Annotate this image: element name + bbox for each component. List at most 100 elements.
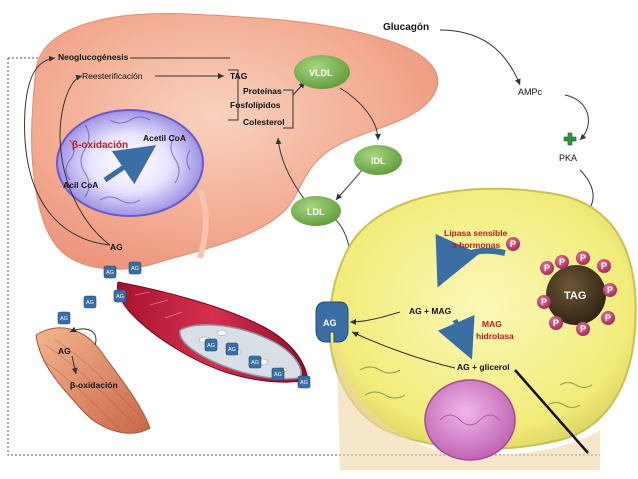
label-acyl-coa: Acil CoA [63, 180, 98, 190]
arrow-muscle-ag-to-beta [71, 355, 78, 375]
phospho-badge: P [540, 261, 554, 275]
label-mag-line1: MAG [482, 319, 502, 329]
label-ag-glycerol: AG + glicerol [457, 362, 510, 372]
phospho-label: P [607, 285, 613, 295]
label-glucagon: Glucagón [383, 22, 429, 33]
ag-token-label: AG [300, 380, 308, 386]
nucleus [424, 379, 516, 461]
nucleus-texture [439, 414, 501, 426]
ag-carrier-token: AG [248, 355, 262, 369]
label-proteins: Proteínas [243, 86, 282, 96]
label-beta-oxidation-mito: β-oxidación [72, 140, 128, 151]
vldl-particle [294, 55, 350, 89]
beta-oxidation-arrow [103, 145, 157, 185]
ag-token-label: AG [228, 347, 236, 353]
tag-droplet [546, 265, 606, 325]
plus-icon [563, 132, 577, 146]
label-phospholipids: Fosfolípidos [230, 100, 281, 110]
label-ag-channel: AG [323, 318, 337, 328]
phospho-label: P [580, 253, 586, 263]
muscle-fibers [41, 339, 143, 431]
arrow-ampc-to-pka [564, 94, 589, 141]
bracket-right [283, 89, 294, 129]
arrow-idl-to-ldl [335, 169, 363, 201]
label-pka: PKA [559, 153, 577, 163]
label-lipase-line2: a hormonas [452, 240, 500, 250]
phospho-label: P [580, 324, 586, 334]
cytoplasm-rim [336, 330, 600, 470]
bracket-left [228, 69, 239, 121]
mitochondrion-cristae [65, 116, 191, 204]
dashed-boundary [7, 58, 600, 456]
ag-carrier-token: AG [128, 261, 142, 275]
liver-vessel [197, 188, 209, 259]
label-reesterification: Reesterificación [82, 71, 143, 81]
phospho-badge: P [555, 255, 569, 269]
label-vldl: VLDL [309, 68, 333, 78]
ag-token-label: AG [207, 343, 215, 349]
adipocyte-cell [328, 187, 637, 450]
label-muscle-ag: AG [58, 346, 71, 356]
ag-token-label: AG [86, 300, 94, 306]
ag-carrier-token: AG [103, 265, 117, 279]
ag-carrier-token: AG [113, 289, 127, 303]
ag-carrier-token: AG [57, 311, 71, 325]
phospho-badge: P [576, 322, 590, 336]
label-lipase-line1: Lipasa sensible [444, 228, 508, 238]
phospho-badge: P [549, 316, 563, 330]
label-ldl: LDL [307, 207, 325, 217]
muscle-shape [35, 327, 151, 434]
ag-token-label: AG [116, 294, 124, 300]
label-adipocyte-tag: TAG [564, 290, 586, 302]
phospho-label: P [510, 239, 516, 249]
phospho-label: P [553, 318, 559, 328]
ag-token-label: AG [131, 266, 139, 272]
label-muscle-beta-oxidation: β-oxidación [70, 380, 118, 390]
phospho-badge: P [576, 251, 590, 265]
arrow-glycerol-to-channel [351, 331, 456, 369]
phospho-label: P [559, 257, 565, 267]
phospho-label: P [541, 297, 547, 307]
label-idl: IDL [371, 156, 386, 166]
arrow-vldl-to-idl [339, 87, 381, 141]
arrow-ag-to-neoglucogenesis [24, 55, 111, 246]
ag-carrier-token: AG [225, 342, 239, 356]
label-cholesterol: Colesterol [243, 117, 285, 127]
label-liver-tag: TAG [230, 71, 248, 81]
ag-carrier-token: AG [297, 375, 311, 389]
ag-token-label: AG [251, 360, 259, 366]
phospho-badge: P [537, 295, 551, 309]
ag-carrier-tokens: AG AG AG AG AG AG AG AG AG AG [57, 261, 311, 389]
ag-token-label: AG [106, 270, 114, 276]
label-acetyl-coa: Acetil CoA [143, 133, 186, 143]
vessel-wall-stripes [134, 291, 183, 319]
label-mag-line2: hidrolasa [476, 331, 514, 341]
arrow-glucagon-to-ampc [439, 29, 521, 86]
label-ampc: AMPc [518, 87, 543, 97]
arrow-ag-to-reesterification [59, 74, 111, 246]
arrow-ldl-to-liver [275, 137, 306, 201]
ag-carrier-token: AG [204, 338, 218, 352]
ag-carrier-token: AG [271, 367, 285, 381]
phospho-badge: P [506, 237, 520, 251]
phospho-badge: P [597, 259, 611, 273]
ag-channel [315, 301, 349, 343]
phospho-label: P [601, 261, 607, 271]
label-neoglucogenesis: Neoglucogénesis [58, 52, 129, 62]
phospho-label: P [605, 313, 611, 323]
ag-carrier-token: AG [83, 295, 97, 309]
phospho-label: P [544, 263, 550, 273]
lipase-arc-arrow [435, 233, 506, 288]
ldl-particle [291, 196, 341, 226]
arrow-ag-mag-to-channel [349, 311, 401, 325]
idl-particle [354, 145, 402, 175]
organelles [359, 366, 593, 409]
mag-hydrolase-arrow [437, 314, 475, 360]
ag-token-label: AG [274, 372, 282, 378]
phospho-badge: P [603, 283, 617, 297]
phospho-badge: P [601, 311, 615, 325]
ag-token-label: AG [60, 316, 68, 322]
